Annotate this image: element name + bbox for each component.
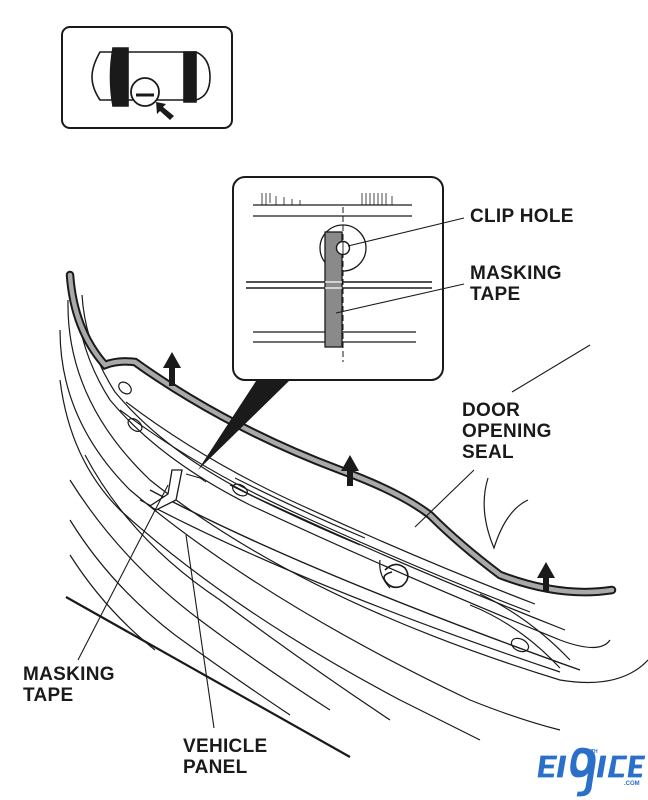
leader-inset-tape xyxy=(335,283,465,314)
label-inset-masking-tape: MASKING TAPE xyxy=(470,263,562,305)
leader-lines xyxy=(77,217,475,729)
door-trim xyxy=(74,289,611,669)
car-locator xyxy=(61,26,233,129)
leader-seal xyxy=(414,469,475,528)
9thcivic-logo: TH .COM xyxy=(536,746,646,797)
label-line: TAPE xyxy=(470,284,521,305)
label-masking-tape: MASKING TAPE xyxy=(23,664,115,706)
vehicle-panel-edge xyxy=(65,596,351,758)
clip-hole-ring xyxy=(319,224,367,272)
car-rear-seat xyxy=(183,51,197,103)
pull-arrow-icon xyxy=(341,455,359,486)
inset-masking-tape xyxy=(324,231,343,348)
leader-masking-tape xyxy=(77,484,169,661)
door-opening-seal xyxy=(65,270,617,597)
label-vehicle-panel: VEHICLE PANEL xyxy=(183,736,267,778)
label-line: SEAL xyxy=(462,442,514,463)
car-front-seat xyxy=(109,47,129,107)
label-line: DOOR xyxy=(462,400,521,421)
leader-vehicle-panel xyxy=(185,534,215,729)
detail-inset xyxy=(232,176,444,381)
label-line: TAPE xyxy=(23,685,74,706)
masking-tape-strip xyxy=(148,469,207,511)
label-clip-hole: CLIP HOLE xyxy=(470,206,574,227)
locator-frame xyxy=(61,26,233,129)
label-line: OPENING xyxy=(462,421,552,442)
pull-arrow-icon xyxy=(163,352,181,386)
leader-clip-hole xyxy=(347,217,465,247)
pull-arrow-icon xyxy=(537,562,555,592)
pull-arrows xyxy=(163,352,555,592)
vehicle-body-lines xyxy=(59,299,648,758)
logo-domain: .COM xyxy=(624,781,640,787)
label-line: MASKING xyxy=(23,664,115,685)
locator-magnifier xyxy=(130,77,160,107)
label-door-opening-seal: DOOR OPENING SEAL xyxy=(462,400,552,463)
clip-knot xyxy=(383,563,409,589)
label-line: MASKING xyxy=(470,263,562,284)
logo-sub: TH xyxy=(591,749,598,755)
label-line: PANEL xyxy=(183,757,248,778)
label-line: VEHICLE xyxy=(183,736,268,757)
inset-callout xyxy=(198,378,290,470)
locator-arrow-icon xyxy=(156,102,174,120)
